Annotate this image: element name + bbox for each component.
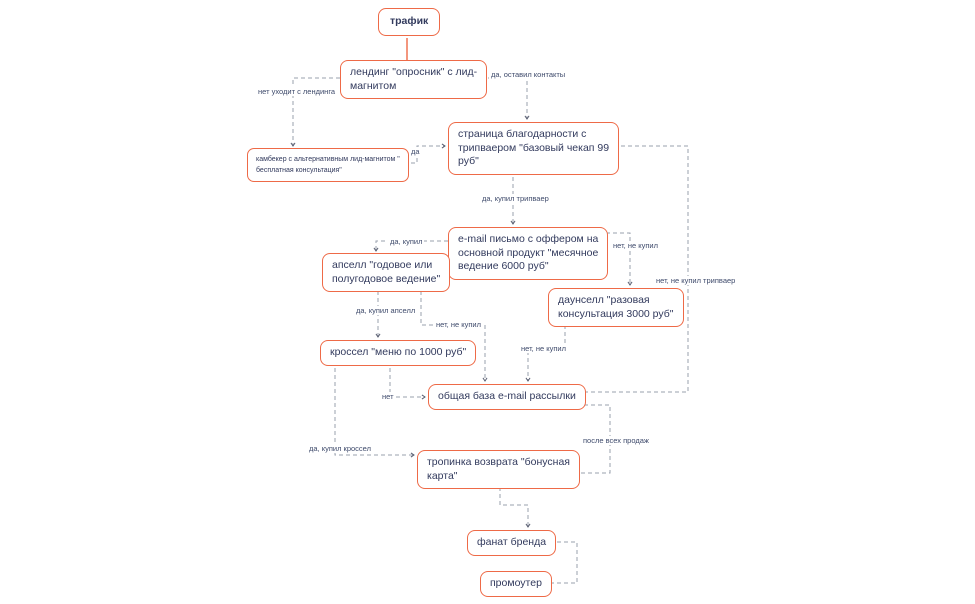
node-downsell[interactable]: даунселл "разовая консультация 3000 руб": [548, 288, 684, 328]
node-traffic[interactable]: трафик: [378, 8, 441, 36]
node-email[interactable]: e-mail письмо с оффером на основной прод…: [448, 227, 609, 280]
node-landing[interactable]: лендинг "опросник" с лид- магнитом: [340, 60, 488, 100]
node-upsell[interactable]: апселл "годовое или полугодовое ведение": [322, 253, 451, 293]
node-returnpath[interactable]: тропинка возврата "бонусная карта": [417, 450, 580, 490]
edge-upsell-to-emailbase: [420, 291, 488, 382]
node-comeback[interactable]: камбекер с альтернативным лид-магнитом "…: [247, 148, 409, 183]
node-fan[interactable]: фанат бренда: [467, 530, 557, 556]
node-thankyou[interactable]: страница благодарности с трипваером "баз…: [448, 122, 620, 175]
edge-label-downsell-to-emailbase: нет, не купил: [519, 344, 568, 353]
edge-label-crossell-to-emailbase: нет: [380, 392, 396, 401]
edge-label-landing-to-thankyou: да, оставил контакты: [489, 70, 568, 79]
edge-label-thankyou-to-emailbase: нет, не купил трипваер: [654, 276, 738, 285]
edge-label-upsell-to-emailbase: нет, не купил: [434, 320, 483, 329]
edge-crossell-to-returnpath: [334, 368, 415, 458]
edge-label-email-to-downsell: нет, не купил: [611, 241, 660, 250]
edge-label-emailbase-to-returnpath: после всех продаж: [581, 436, 651, 445]
edge-label-crossell-to-returnpath: да, купил кроссел: [307, 444, 373, 453]
node-emailbase[interactable]: общая база e-mail рассылки: [428, 384, 586, 410]
edge-returnpath-to-fan: [499, 487, 531, 528]
edge-label-email-to-upsell: да, купил: [388, 237, 425, 246]
node-promoter[interactable]: промоутер: [480, 571, 552, 597]
edge-label-comeback-to-thankyou: да: [409, 147, 422, 156]
edge-downsell-to-emailbase: [525, 325, 566, 382]
node-crossell[interactable]: кроссел "меню по 1000 руб": [320, 340, 477, 366]
edge-label-thankyou-to-email: да, купил трипваер: [480, 194, 551, 203]
edge-label-upsell-to-crossell: да, купил апселл: [354, 306, 418, 315]
edge-label-landing-to-comeback: нет уходит с лендинга: [256, 87, 338, 96]
